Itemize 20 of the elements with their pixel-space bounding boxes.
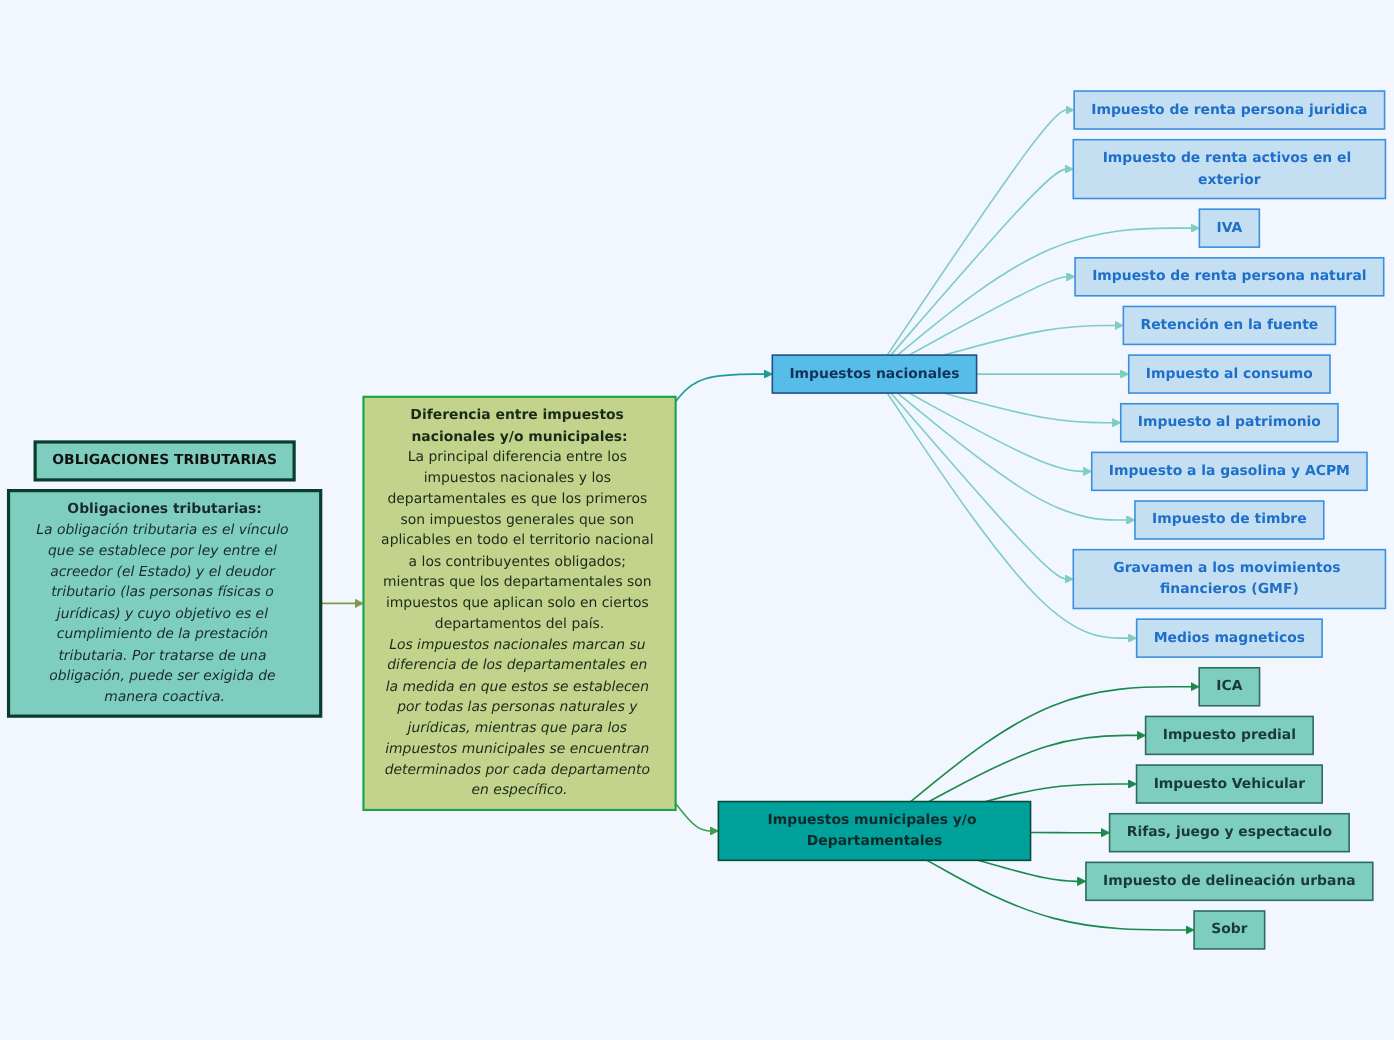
arrow [886, 105, 1075, 356]
arrow [1029, 828, 1110, 838]
arrow [896, 392, 1136, 525]
arrow [908, 272, 1076, 356]
arrow [926, 859, 1195, 935]
arrow [319, 598, 364, 609]
arrow [890, 392, 1074, 584]
arrow [942, 392, 1122, 428]
arrow [984, 779, 1137, 803]
arrow [975, 369, 1130, 379]
arrow [942, 320, 1124, 356]
arrow [896, 223, 1200, 356]
arrow [890, 164, 1074, 356]
arrow [909, 682, 1200, 803]
arrow [886, 392, 1138, 643]
arrow [908, 392, 1093, 477]
arrow [674, 369, 773, 403]
arrow [928, 730, 1147, 803]
arrow [977, 859, 1087, 887]
arrow [674, 802, 719, 836]
